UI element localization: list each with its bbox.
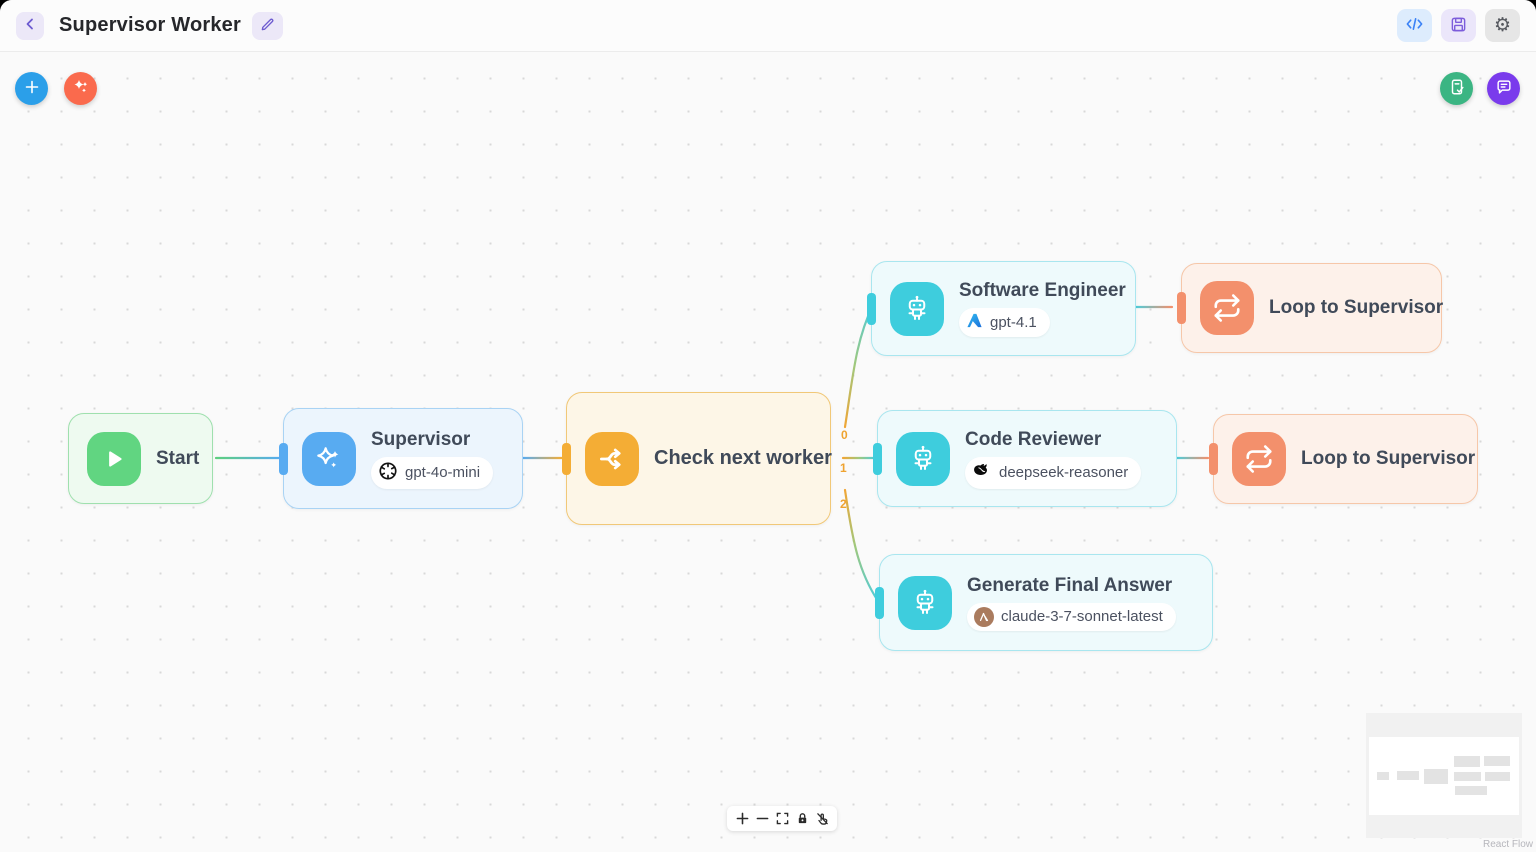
canvas-controls	[727, 806, 837, 831]
node-supervisor[interactable]: Supervisor gpt-4o-mini	[279, 408, 523, 509]
input-handle[interactable]	[873, 442, 882, 475]
robot-icon	[890, 281, 944, 336]
node-check-next-worker[interactable]: Check next worker	[562, 392, 832, 525]
node-code-reviewer-label: Code Reviewer	[965, 428, 1102, 450]
openai-logo-icon	[378, 461, 398, 485]
node-loop-bottom-label: Loop to Supervisor	[1301, 448, 1476, 469]
node-start[interactable]: Start	[68, 413, 213, 504]
react-flow-attribution: React Flow	[1482, 839, 1533, 850]
minimap-node-software-engineer	[1454, 756, 1480, 767]
model-name: gpt-4.1	[990, 314, 1037, 331]
node-software-engineer[interactable]: Software Engineer gpt-4.1	[867, 261, 1136, 356]
input-handle[interactable]	[875, 586, 884, 619]
minimap-node-loop-bottom	[1485, 772, 1510, 781]
node-start-label: Start	[156, 447, 200, 469]
zoom-in-button[interactable]	[734, 811, 750, 827]
header-bar: Supervisor Worker ⚙	[0, 0, 1536, 52]
chat-bubble-icon	[1495, 78, 1513, 99]
document-check-icon	[1448, 78, 1466, 99]
sparkles-icon	[302, 431, 356, 486]
node-loop-to-supervisor-bottom[interactable]: Loop to Supervisor	[1209, 414, 1478, 504]
model-name: deepseek-reasoner	[999, 464, 1129, 481]
anthropic-logo-icon	[974, 606, 994, 627]
minimap-node-supervisor	[1397, 771, 1419, 780]
input-handle[interactable]	[1177, 292, 1186, 324]
minimap-node-loop-top	[1484, 756, 1510, 766]
lock-button[interactable]	[794, 811, 810, 827]
view-code-button[interactable]	[1397, 9, 1432, 42]
save-icon	[1450, 16, 1467, 36]
edge-label-0: 0	[841, 428, 848, 442]
node-loop-top-label: Loop to Supervisor	[1269, 297, 1444, 318]
edge-label-2: 2	[840, 497, 847, 511]
edge-label-1: 1	[840, 461, 847, 475]
minimap-node-check-next-worker	[1424, 769, 1448, 784]
code-icon	[1405, 16, 1424, 35]
robot-icon	[896, 431, 950, 486]
repeat-icon	[1232, 432, 1286, 486]
edit-title-button[interactable]	[251, 11, 283, 40]
page-title: Supervisor Worker	[59, 14, 241, 36]
chevron-left-icon	[23, 17, 37, 34]
minimap[interactable]	[1366, 713, 1522, 838]
model-name: gpt-4o-mini	[405, 464, 481, 481]
header-actions: ⚙	[1397, 9, 1520, 42]
input-handle[interactable]	[279, 442, 288, 475]
pencil-icon	[260, 17, 275, 35]
node-software-engineer-label: Software Engineer	[959, 280, 1126, 301]
chat-button[interactable]	[1487, 72, 1520, 105]
minimap-node-generate-final-answer	[1455, 786, 1487, 795]
input-handle[interactable]	[562, 442, 571, 475]
model-pill[interactable]: gpt-4.1	[959, 308, 1050, 337]
deepseek-logo-icon	[972, 461, 992, 485]
plus-icon	[24, 79, 40, 98]
node-generate-final-answer[interactable]: Generate Final Answer claude-3-7-sonnet-…	[875, 554, 1213, 651]
ai-assist-button[interactable]	[64, 72, 97, 105]
sparkles-icon	[72, 78, 90, 99]
back-button[interactable]	[16, 11, 44, 40]
minimap-node-code-reviewer	[1454, 772, 1481, 781]
model-name: claude-3-7-sonnet-latest	[1001, 608, 1163, 625]
settings-button[interactable]: ⚙	[1485, 9, 1520, 42]
minimap-node-start	[1377, 772, 1389, 780]
run-report-button[interactable]	[1440, 72, 1473, 105]
play-icon	[87, 431, 141, 486]
node-generate-final-answer-label: Generate Final Answer	[967, 574, 1173, 596]
node-loop-to-supervisor-top[interactable]: Loop to Supervisor	[1177, 263, 1444, 353]
flow-canvas[interactable]: 0 1 2 Start Supervisor	[0, 52, 1536, 852]
branch-split-icon	[585, 431, 639, 486]
node-check-next-worker-label: Check next worker	[654, 447, 832, 469]
input-handle[interactable]	[867, 292, 876, 325]
interactivity-toggle-button[interactable]	[814, 811, 830, 827]
save-button[interactable]	[1441, 9, 1476, 42]
add-node-button[interactable]	[15, 72, 48, 105]
node-supervisor-label: Supervisor	[371, 428, 471, 450]
repeat-icon	[1200, 281, 1254, 335]
fit-view-button[interactable]	[774, 811, 790, 827]
azure-logo-icon	[966, 312, 983, 333]
model-pill[interactable]: gpt-4o-mini	[371, 456, 494, 489]
model-pill[interactable]: deepseek-reasoner	[965, 456, 1142, 489]
zoom-out-button[interactable]	[754, 811, 770, 827]
gear-icon: ⚙	[1493, 14, 1512, 36]
model-pill[interactable]: claude-3-7-sonnet-latest	[967, 602, 1176, 631]
input-handle[interactable]	[1209, 443, 1218, 475]
node-code-reviewer[interactable]: Code Reviewer deepseek-reasoner	[873, 410, 1177, 507]
robot-icon	[898, 575, 952, 630]
